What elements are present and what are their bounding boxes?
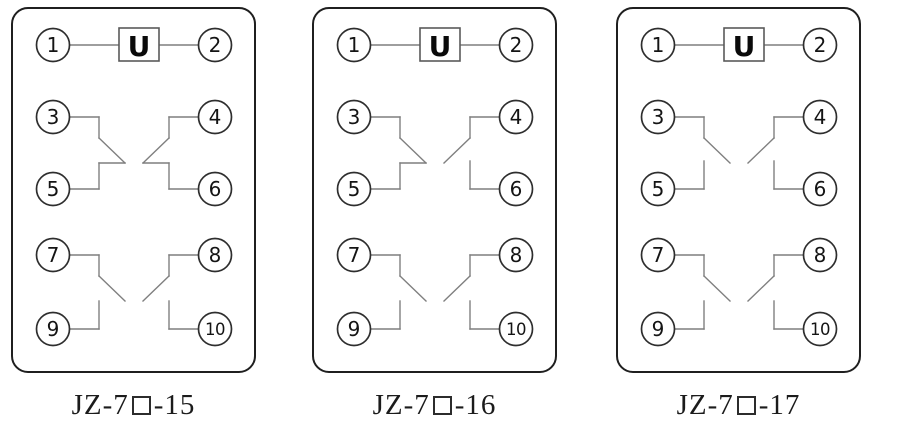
model-label-suffix: -15 (153, 389, 196, 421)
terminal-1-number: 1 (47, 33, 60, 57)
terminal-1-circle (640, 27, 676, 63)
terminal-8-number: 8 (510, 243, 523, 267)
terminal-5-number: 5 (652, 177, 665, 201)
coil-symbol: U (733, 30, 756, 63)
contact-blade (98, 137, 126, 164)
terminal-6-number: 6 (209, 177, 222, 201)
model-placeholder-box-icon (736, 396, 756, 415)
relay-schematic-3: U 1 2 3 4 5 6 7 8 9 10 (640, 27, 838, 347)
model-label-prefix: JZ-7 (71, 389, 129, 421)
model-label-prefix: JZ-7 (372, 389, 430, 421)
terminal-7-number: 7 (47, 243, 60, 267)
terminal-2-circle (498, 27, 534, 63)
terminal-3-circle (336, 99, 372, 135)
model-label-suffix: -17 (758, 389, 801, 421)
terminal-3-circle (640, 99, 676, 135)
model-placeholder-box-icon (432, 396, 452, 415)
terminal-9-circle (640, 311, 676, 347)
model-label-prefix: JZ-7 (676, 389, 734, 421)
contact-blade (703, 137, 731, 164)
terminal-3-circle (35, 99, 71, 135)
terminal-5-circle (336, 171, 372, 207)
terminal-7-circle (336, 237, 372, 273)
terminal-10-number: 10 (205, 320, 225, 339)
coil-symbol: U (128, 30, 151, 63)
contact-blade (703, 275, 731, 302)
terminal-4-circle (802, 99, 838, 135)
terminal-10-circle (498, 311, 534, 347)
terminal-9-circle (336, 311, 372, 347)
terminal-2-circle (197, 27, 233, 63)
terminal-8-circle (802, 237, 838, 273)
terminal-7-number: 7 (652, 243, 665, 267)
terminal-9-circle (35, 311, 71, 347)
terminal-1-circle (336, 27, 372, 63)
terminal-7-circle (640, 237, 676, 273)
relay-schematic-2: U 1 2 3 4 5 6 7 8 9 10 (336, 27, 534, 347)
terminal-3-number: 3 (47, 105, 60, 129)
model-placeholder-box-icon (131, 396, 151, 415)
terminal-3-number: 3 (348, 105, 361, 129)
terminal-6-number: 6 (510, 177, 523, 201)
terminal-6-circle (802, 171, 838, 207)
model-label-3: JZ-7 -17 (616, 390, 861, 420)
coil-box (419, 27, 461, 62)
contact-blade (747, 275, 775, 302)
coil-box (723, 27, 765, 62)
terminal-2-number: 2 (814, 33, 827, 57)
terminal-5-circle (640, 171, 676, 207)
contact-blade (443, 275, 471, 302)
contact-blade (443, 137, 471, 164)
terminal-2-circle (802, 27, 838, 63)
terminal-4-circle (498, 99, 534, 135)
terminal-9-number: 9 (652, 317, 665, 341)
terminal-10-number: 10 (506, 320, 526, 339)
terminal-5-number: 5 (47, 177, 60, 201)
contact-blade (399, 275, 427, 302)
terminal-8-circle (498, 237, 534, 273)
terminal-8-number: 8 (814, 243, 827, 267)
coil-symbol: U (429, 30, 452, 63)
terminal-4-circle (197, 99, 233, 135)
relay-diagram-panel-2: U 1 2 3 4 5 6 7 8 9 10 (312, 7, 557, 373)
contact-blade (142, 275, 170, 302)
terminal-4-number: 4 (510, 105, 523, 129)
terminal-3-number: 3 (652, 105, 665, 129)
contact-blade (399, 137, 427, 164)
model-label-2: JZ-7 -16 (312, 390, 557, 420)
contact-blade (98, 275, 126, 302)
terminal-10-circle (197, 311, 233, 347)
terminal-7-number: 7 (348, 243, 361, 267)
terminal-1-number: 1 (652, 33, 665, 57)
coil-box (118, 27, 160, 62)
terminal-8-circle (197, 237, 233, 273)
terminal-8-number: 8 (209, 243, 222, 267)
terminal-6-circle (498, 171, 534, 207)
terminal-7-circle (35, 237, 71, 273)
relay-diagram-panel-1: U 1 2 3 4 5 6 7 8 9 10 (11, 7, 256, 373)
terminal-2-number: 2 (510, 33, 523, 57)
relay-diagram-panel-3: U 1 2 3 4 5 6 7 8 9 10 (616, 7, 861, 373)
terminal-2-number: 2 (209, 33, 222, 57)
contact-blade (142, 137, 170, 164)
terminal-9-number: 9 (47, 317, 60, 341)
model-label-1: JZ-7 -15 (11, 390, 256, 420)
terminal-9-number: 9 (348, 317, 361, 341)
model-label-suffix: -16 (454, 389, 497, 421)
terminal-10-circle (802, 311, 838, 347)
terminal-5-circle (35, 171, 71, 207)
terminal-5-number: 5 (348, 177, 361, 201)
terminal-10-number: 10 (810, 320, 830, 339)
terminal-6-number: 6 (814, 177, 827, 201)
contact-blade (747, 137, 775, 164)
terminal-4-number: 4 (814, 105, 827, 129)
terminal-6-circle (197, 171, 233, 207)
terminal-1-circle (35, 27, 71, 63)
terminal-4-number: 4 (209, 105, 222, 129)
relay-schematic-1: U 1 2 3 4 5 6 7 8 9 10 (35, 27, 233, 347)
terminal-1-number: 1 (348, 33, 361, 57)
